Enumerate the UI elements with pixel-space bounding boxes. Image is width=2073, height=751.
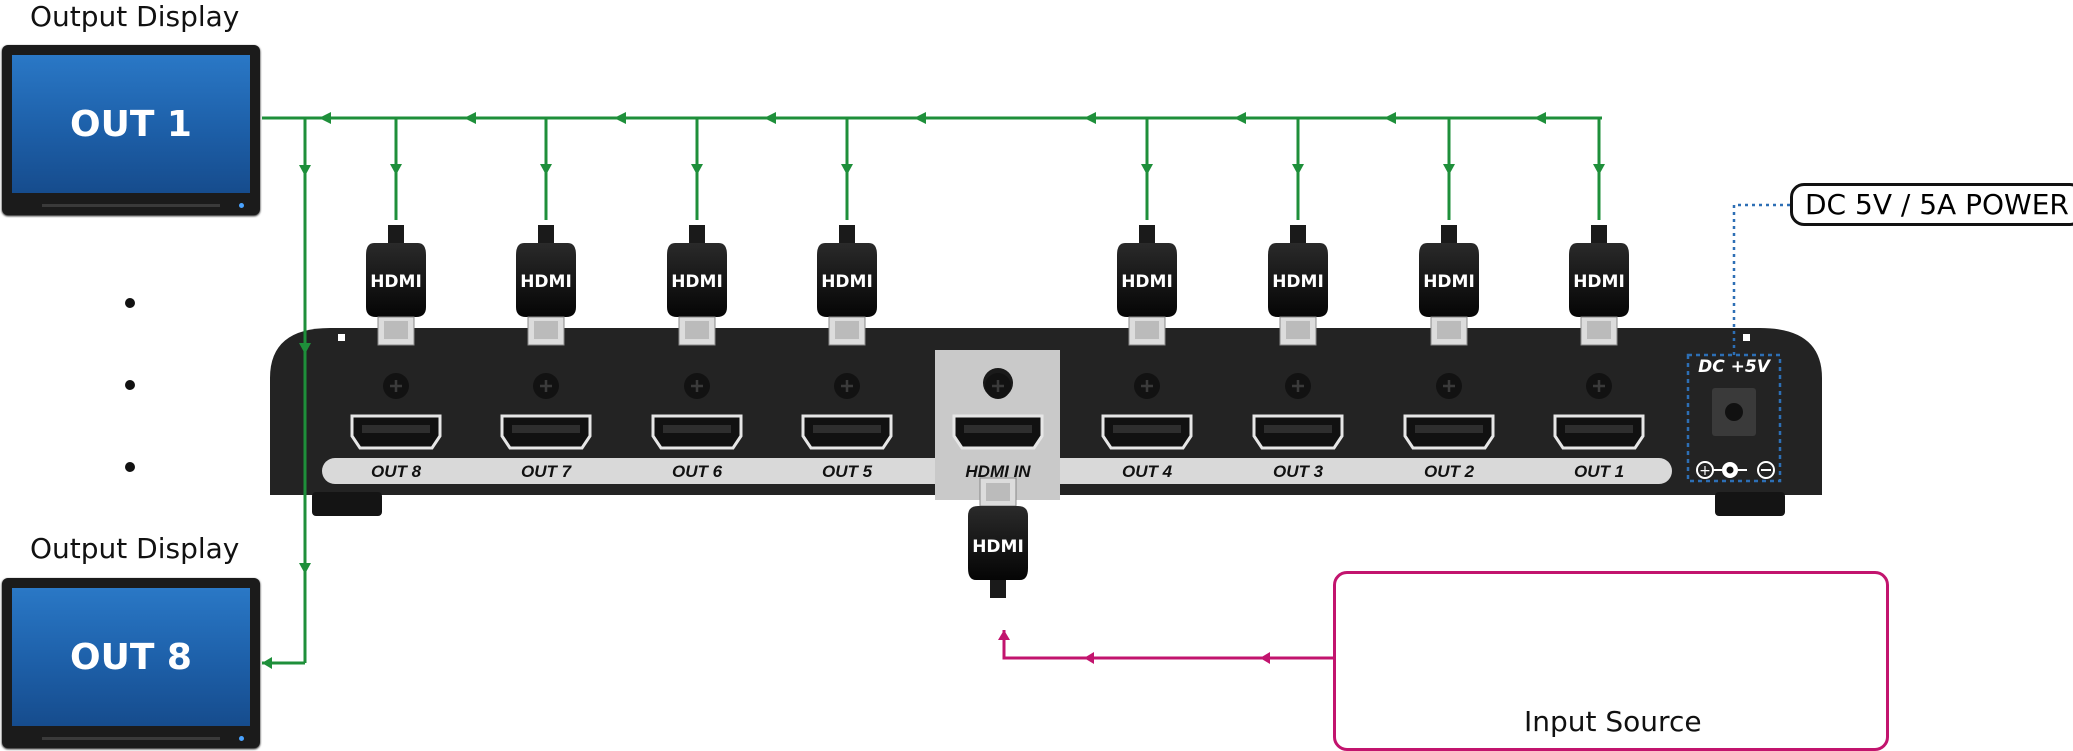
bus-arrow-6: [764, 112, 776, 124]
bus-arrow-7: [614, 112, 626, 124]
hdmi-cable-plug-4: HDMI: [817, 225, 877, 346]
bus-arrow-3: [1234, 112, 1246, 124]
drop-arrow-1: [390, 164, 402, 175]
ports-layer: OUT 8 OUT 7 OUT 6 OUT 5 HDMI IN OUT 4 OUT 3 OUT…: [350, 373, 1645, 481]
hdmi-port-3: OUT 6: [651, 373, 743, 481]
power-jack-label: DC +5V: [1698, 357, 1772, 377]
hdmi-cable-plug-2: HDMI: [516, 225, 576, 346]
hdmi-port-5: HDMI IN: [952, 373, 1044, 481]
branch-arrow-2: [299, 343, 311, 354]
ellipsis-dot-1: [125, 298, 135, 308]
top-display-caption: Output Display: [30, 0, 240, 33]
branch-arrow-1: [299, 165, 311, 176]
hdmi-port-8: OUT 2: [1403, 373, 1495, 481]
bus-arrow-1: [1534, 112, 1546, 124]
device-foot-left: [312, 492, 382, 516]
device-foot-right: [1715, 492, 1785, 516]
bus-arrow-8: [464, 112, 476, 124]
branch-arrow-3: [299, 563, 311, 574]
input-arrow-3: [998, 630, 1010, 640]
drop-arrow-7: [1292, 164, 1304, 175]
hdmi-plug-label: HDMI: [1272, 272, 1324, 292]
polarity-minus: [1757, 461, 1775, 479]
ellipsis-dot-2: [125, 380, 135, 390]
branch-arrow-end: [262, 657, 272, 669]
ellipsis-dot-3: [125, 462, 135, 472]
hdmi-cable-plug-7: HDMI: [1268, 225, 1328, 346]
bus-arrow-9: [319, 112, 331, 124]
port-label: OUT 8: [371, 462, 422, 481]
hdmi-port-6: OUT 4: [1101, 373, 1193, 481]
cables-layer: HDMI HDMI HDMI HDMI HDMI HDMI HDMI HDMI HDMI: [366, 225, 1629, 598]
drop-arrow-8: [1443, 164, 1455, 175]
top-output-display: OUT 1: [2, 45, 260, 215]
hdmi-port-4: OUT 5: [801, 373, 893, 481]
hdmi-plug-label: HDMI: [1423, 272, 1475, 292]
svg-text:+: +: [1699, 463, 1711, 479]
bottom-output-display: OUT 8: [2, 578, 260, 748]
drop-arrow-4: [841, 164, 853, 175]
input-line: [1002, 630, 1333, 660]
port-label: OUT 3: [1273, 462, 1324, 481]
drop-arrow-3: [691, 164, 703, 175]
bottom-display-led: [239, 736, 244, 741]
power-leader-line: [1732, 203, 1792, 355]
drop-arrow-9: [1593, 164, 1605, 175]
hdmi-splitter-device: DC +5V +: [270, 328, 1822, 516]
port-label: OUT 5: [822, 462, 873, 481]
hdmi-plug-label: HDMI: [1573, 272, 1625, 292]
hdmi-plug-label: HDMI: [520, 272, 572, 292]
hdmi-port-7: OUT 3: [1252, 373, 1344, 481]
top-display-bezel: [42, 204, 220, 207]
hdmi-port-2: OUT 7: [500, 373, 592, 481]
port-label: OUT 2: [1424, 462, 1475, 481]
device-corner-mark-left: [338, 334, 345, 341]
port-label: OUT 1: [1574, 462, 1624, 481]
hdmi-cable-plug-1: HDMI: [366, 225, 426, 346]
bottom-display-bezel: [42, 737, 220, 740]
hdmi-cable-plug-6: HDMI: [1117, 225, 1177, 346]
hdmi-plug-label: HDMI: [1121, 272, 1173, 292]
port-label: OUT 4: [1122, 462, 1173, 481]
hdmi-plug-label: HDMI: [370, 272, 422, 292]
bus-arrow-2: [1384, 112, 1396, 124]
hdmi-cable-plug-3: HDMI: [667, 225, 727, 346]
hdmi-port-9: OUT 1: [1553, 373, 1645, 481]
hdmi-plug-label: HDMI: [972, 537, 1024, 557]
port-label: HDMI IN: [965, 462, 1031, 481]
input-arrow-1: [1260, 652, 1270, 664]
drop-arrow-6: [1141, 164, 1153, 175]
device-corner-mark-right: [1743, 334, 1750, 341]
hdmi-cable-plug-in: HDMI: [968, 477, 1028, 598]
power-jack-outline: [1686, 353, 1782, 483]
lines-layer: [262, 112, 1605, 669]
bottom-display-caption: Output Display: [30, 532, 240, 565]
power-jack-pin: [1725, 403, 1743, 421]
hdmi-cable-plug-8: HDMI: [1419, 225, 1479, 346]
bus-arrow-4: [1084, 112, 1096, 124]
hdmi-port-1: OUT 8: [350, 373, 442, 481]
hdmi-plug-label: HDMI: [821, 272, 873, 292]
power-callout: DC 5V / 5A POWER: [1790, 183, 2073, 226]
input-arrow-2: [1084, 652, 1094, 664]
port-label: OUT 6: [672, 462, 723, 481]
port-label: OUT 7: [521, 462, 573, 481]
hdmi-cable-plug-9: HDMI: [1569, 225, 1629, 346]
bottom-display-screen: OUT 8: [12, 588, 250, 726]
hdmi-plug-label: HDMI: [671, 272, 723, 292]
drop-arrow-2: [540, 164, 552, 175]
input-source-label: Input Source: [1524, 705, 1702, 738]
top-display-screen: OUT 1: [12, 55, 250, 193]
top-display-led: [239, 203, 244, 208]
bus-arrow-5: [914, 112, 926, 124]
input-source-box: [1333, 571, 1889, 751]
